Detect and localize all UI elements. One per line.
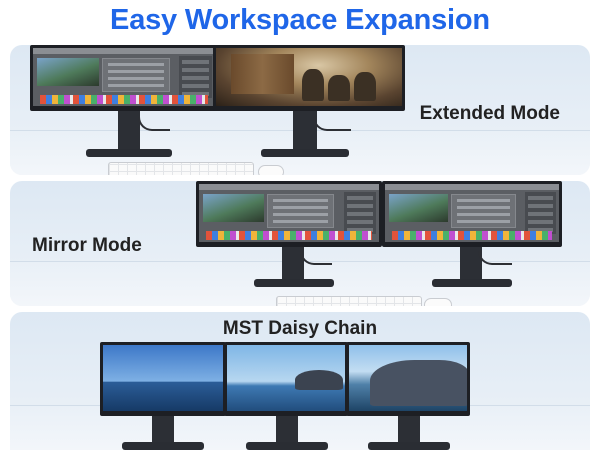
keyboard xyxy=(108,162,254,175)
mouse xyxy=(424,298,452,306)
scenic-screen-right xyxy=(349,345,467,411)
monitor-right-bezel xyxy=(213,45,405,111)
desktop-screen xyxy=(199,184,379,242)
mirror-mode-label: Mirror Mode xyxy=(32,235,142,256)
page-title: Easy Workspace Expansion xyxy=(110,4,490,36)
desktop-screen xyxy=(33,48,215,106)
monitor-left xyxy=(30,45,218,175)
keyboard xyxy=(276,296,422,306)
monitor-right xyxy=(346,342,470,450)
monitor-center xyxy=(224,342,348,450)
mouse xyxy=(258,165,284,175)
monitor-left-bezel xyxy=(196,181,382,247)
scenic-screen-center xyxy=(227,345,345,411)
extended-mode-label: Extended Mode xyxy=(419,103,560,124)
game-screen xyxy=(216,48,402,106)
mst-daisy-chain-panel: MST Daisy Chain xyxy=(10,312,590,450)
monitor-left-bezel xyxy=(100,342,226,416)
monitor-left xyxy=(196,181,382,306)
monitor-right-bezel xyxy=(382,181,562,247)
mirror-mode-panel: Mirror Mode xyxy=(10,181,590,306)
monitor-left-bezel xyxy=(30,45,218,111)
monitor-right xyxy=(213,45,405,175)
monitor-right-bezel xyxy=(346,342,470,416)
monitor-right xyxy=(382,181,562,306)
desktop-screen xyxy=(385,184,559,242)
extended-mode-panel: Extended Mode xyxy=(10,45,590,175)
mst-daisy-chain-label: MST Daisy Chain xyxy=(222,318,378,339)
monitor-left xyxy=(100,342,226,450)
scenic-screen-left xyxy=(103,345,223,411)
monitor-center-bezel xyxy=(224,342,348,416)
